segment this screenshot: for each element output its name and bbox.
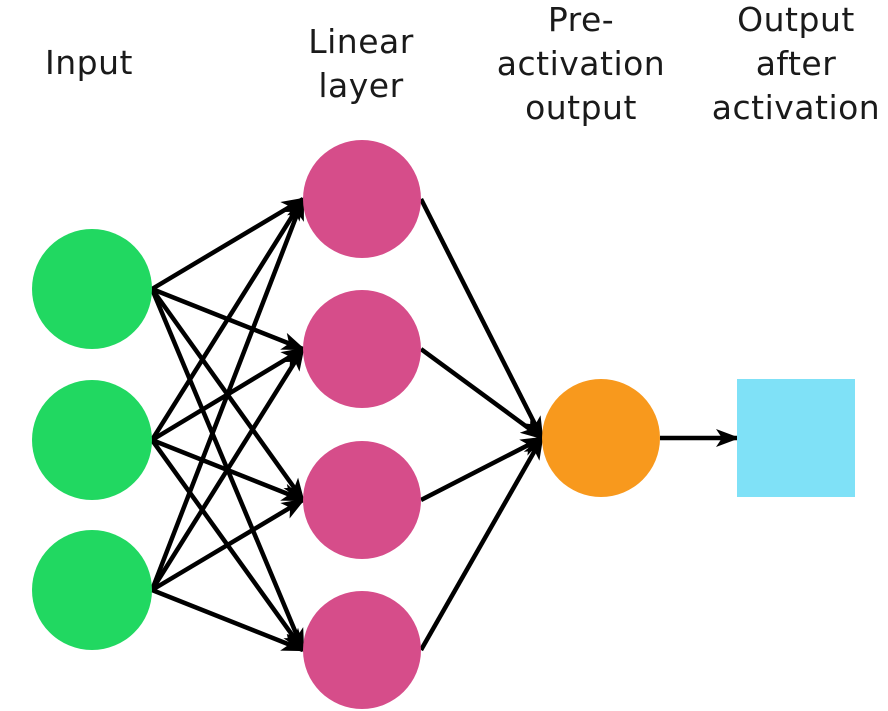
label-line: Output (737, 0, 855, 39)
label-output-after-activation: Output after activation (712, 0, 880, 130)
label-line: output (525, 88, 637, 127)
label-input-layer: Input (45, 41, 133, 85)
linear-layer-node-1 (303, 140, 421, 258)
label-line: Linear (308, 22, 414, 61)
linear-layer-node-4 (303, 591, 421, 709)
label-line: activation (711, 88, 881, 127)
linear-layer-node-2 (303, 290, 421, 408)
edge-arrow (149, 196, 306, 591)
input-node-1 (32, 229, 152, 349)
edge-arrow (419, 435, 544, 652)
input-node-2 (32, 380, 152, 500)
edges-layer (149, 196, 740, 653)
edge-arrow (419, 435, 545, 503)
edge-arrow (151, 587, 306, 653)
label-line: after (755, 44, 837, 83)
label-line: layer (318, 66, 404, 105)
edge-arrow (150, 196, 305, 442)
label-linear-layer: Linear layer (308, 20, 414, 108)
edge-arrow (150, 498, 306, 592)
edge-arrow (419, 347, 545, 440)
pre-activation-output-node (542, 379, 660, 497)
label-pre-activation-output: Pre- activation output (497, 0, 665, 130)
label-line: Input (45, 43, 133, 82)
linear-layer-node-3 (303, 441, 421, 559)
edge-arrow (418, 197, 545, 441)
nodes-layer (32, 140, 855, 709)
label-line: Pre- (547, 0, 615, 39)
input-node-3 (32, 530, 152, 650)
output-after-activation-node (737, 379, 855, 497)
edge-arrow (150, 346, 305, 592)
edge-arrow (150, 197, 306, 291)
label-line: activation (496, 44, 666, 83)
